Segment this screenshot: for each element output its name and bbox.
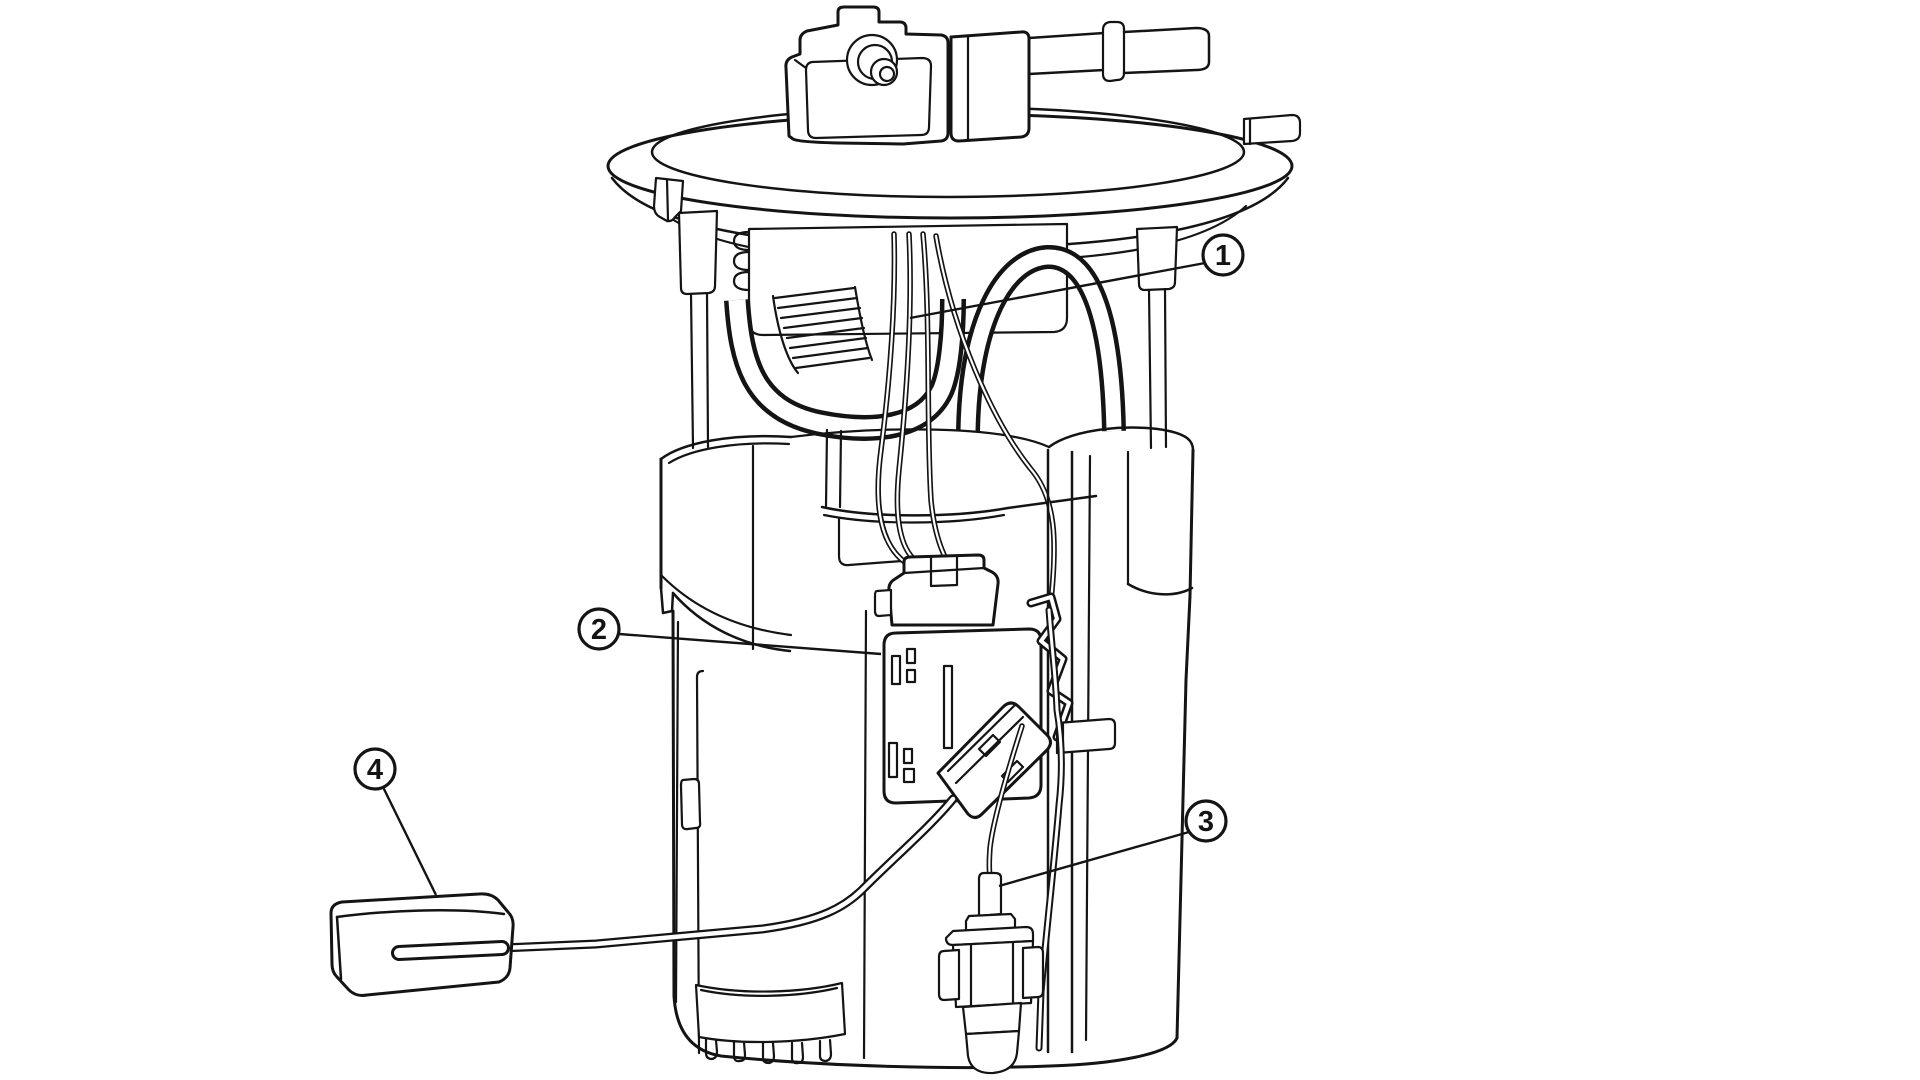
callout-2: 2 [577,607,621,651]
callout-3: 3 [1184,799,1228,843]
fuel-hose-u [724,298,966,441]
reservoir-body [659,426,1195,1070]
coil-spring [771,285,874,375]
bottom-sensor-plug [937,871,1045,1075]
rail-wire [1035,606,1065,1052]
callout-4-label: 4 [367,754,383,786]
plug-wire [986,723,1025,879]
pressure-regulator-housing [784,5,950,146]
rail-clip [1055,717,1117,755]
wiring-harness [875,231,1057,613]
callout-2-label: 2 [591,614,607,646]
body-latch [679,777,702,831]
flange-tab-right [1242,113,1302,146]
level-sensor-assembly [873,553,1074,819]
fuel-supply-tube [1027,20,1211,83]
fuel-hose-arch [956,245,1126,432]
float [329,892,515,997]
guide-rod-right [1135,225,1179,450]
quick-connect-collar [1101,20,1126,83]
callout-3-label: 3 [1198,806,1214,838]
callout-1-label: 1 [1215,240,1231,272]
outlet-pillar [949,30,1031,143]
callout-1: 1 [1201,233,1245,277]
callout-4: 4 [353,747,397,791]
guide-rod-left [677,209,719,450]
sensor-connector [887,553,1000,627]
strainer-base [694,981,847,1065]
inner-shelf [820,428,1098,567]
callout-leaders [381,261,1206,896]
float-arm [404,794,958,957]
